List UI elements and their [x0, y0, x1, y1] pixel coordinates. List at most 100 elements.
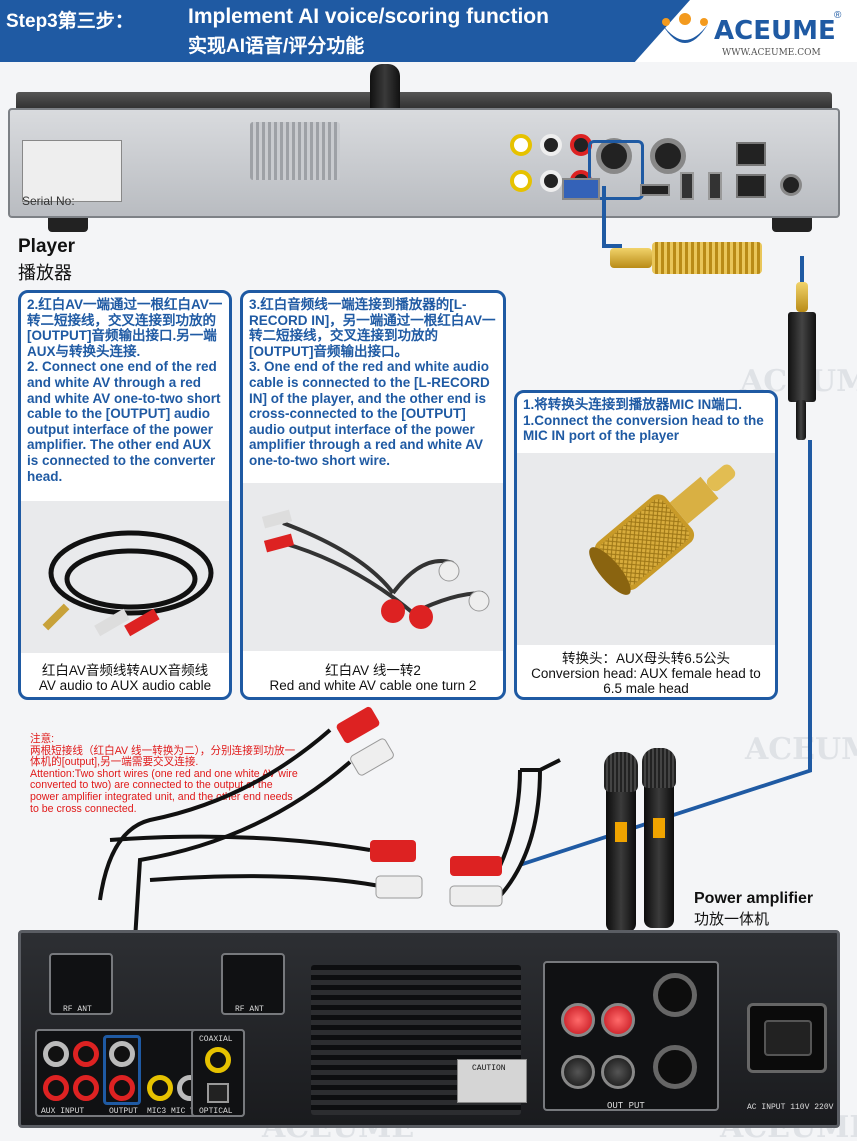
mic3-port	[147, 1075, 173, 1101]
speaker-terminal-red	[601, 1003, 635, 1037]
amplifier-label-english: Power amplifier	[694, 890, 814, 907]
rf-ant-label: RF ANT	[63, 1005, 92, 1014]
usb-port	[708, 172, 722, 200]
output-port	[109, 1041, 135, 1067]
box-1-caption: 转换头：AUX母头转6.5公头 Conversion head: AUX fem…	[517, 651, 775, 696]
title-english: Implement AI voice/scoring function	[188, 5, 549, 28]
ac-input-label: AC INPUT 110V 220V	[747, 1103, 834, 1112]
box-3-caption-chinese: 红白AV 线一转2	[325, 663, 421, 678]
mic-display	[653, 818, 665, 838]
rca-port	[510, 134, 532, 156]
connection-line	[602, 186, 606, 246]
optical-label: OPTICAL	[199, 1107, 233, 1116]
connection-line	[602, 244, 622, 248]
aux-input-label: AUX INPUT	[41, 1107, 85, 1116]
connection-line	[808, 440, 812, 770]
wireless-microphone	[642, 748, 676, 928]
optical-port	[207, 1083, 229, 1103]
speaker-output-panel: OUT PUT	[543, 961, 719, 1111]
mic-grille	[642, 748, 676, 788]
converter-head-image	[589, 464, 736, 595]
plug-body	[652, 242, 762, 274]
mic-grille	[604, 752, 638, 792]
box-3-caption-english: Red and white AV cable one turn 2	[269, 678, 477, 693]
av-splitter-cable-photo	[243, 483, 503, 651]
aux-input-port	[73, 1041, 99, 1067]
player-label-english: Player	[18, 236, 76, 257]
box-1-english: 1.Connect the conversion head to the MIC…	[523, 412, 764, 444]
socket-inner	[764, 1020, 812, 1056]
dc-power-port	[780, 174, 802, 196]
lan-port	[736, 142, 766, 166]
rf-ant-panel: RF ANT	[49, 953, 113, 1015]
speakon-connector	[653, 973, 697, 1017]
player-top-cover	[16, 92, 832, 112]
aux-plug-tip	[796, 282, 808, 312]
header-banner	[0, 0, 690, 62]
box-1-caption-english: Conversion head: AUX female head to 6.5 …	[531, 666, 761, 696]
watermark: ACEUME	[745, 732, 857, 767]
instruction-box-3: 3.红白音频线一端连接到播放器的[L-RECORD IN]，另一端通过一根红白A…	[240, 290, 506, 700]
aux-input-port	[43, 1075, 69, 1101]
box-3-chinese: 3.红白音频线一端连接到播放器的[L-RECORD IN]，另一端通过一根红白A…	[249, 297, 496, 359]
out-put-label: OUT PUT	[607, 1101, 645, 1111]
header: Step3第三步： Implement AI voice/scoring fun…	[0, 0, 857, 62]
step-label: Step3第三步：	[6, 11, 134, 32]
rf-ant-panel: RF ANT	[221, 953, 285, 1015]
aux-plug-body	[788, 312, 816, 402]
box-2-caption-chinese: 红白AV音频线转AUX音频线	[41, 663, 209, 678]
instruction-box-2: 2.红白AV一端通过一根红白AV一转二短接线，交叉连接到功放的[OUTPUT]音…	[18, 290, 232, 700]
coaxial-label: COAXIAL	[199, 1035, 233, 1044]
output-highlight	[103, 1035, 141, 1105]
box-1-chinese: 1.将转换头连接到播放器MIC IN端口.	[523, 397, 743, 412]
vga-port	[562, 178, 600, 200]
wireless-microphone	[604, 752, 638, 932]
player-device: Serial No:	[8, 64, 840, 232]
rca-cables-drawing	[98, 706, 561, 940]
mic-display	[615, 822, 627, 842]
registered-mark: ®	[834, 10, 842, 21]
rca-port	[510, 170, 532, 192]
player-foot	[772, 218, 812, 232]
mic-in-jack-2	[650, 138, 686, 174]
speaker-terminal-black	[601, 1055, 635, 1089]
warning-sticker	[22, 140, 122, 202]
mic-in-highlight	[588, 140, 644, 200]
box-3-text: 3.红白音频线一端连接到播放器的[L-RECORD IN]，另一端通过一根红白A…	[249, 297, 497, 469]
digital-audio-panel: COAXIAL OPTICAL	[191, 1029, 245, 1117]
output-port	[109, 1075, 135, 1101]
logo-text: ACEUME	[714, 16, 836, 46]
logo-url: WWW.ACEUME.COM	[722, 48, 821, 58]
player-vent	[250, 122, 340, 180]
note-english: Attention:Two short wires (one red and o…	[30, 767, 298, 815]
output-label: OUTPUT	[109, 1107, 138, 1116]
rf-ant-label: RF ANT	[235, 1005, 264, 1014]
caution-sticker: CAUTION	[457, 1059, 527, 1103]
rca-port	[540, 134, 562, 156]
hdmi-port	[640, 184, 670, 196]
lan-port	[736, 174, 766, 198]
speaker-terminal-black	[561, 1055, 595, 1089]
box-1-text: 1.将转换头连接到播放器MIC IN端口. 1.Connect the conv…	[523, 397, 769, 444]
caution-label: CAUTION	[472, 1064, 506, 1073]
adapter-plug-top	[600, 240, 810, 280]
box-3-caption: 红白AV 线一转2 Red and white AV cable one tur…	[243, 663, 503, 693]
usb-port	[680, 172, 694, 200]
ac-power-socket	[747, 1003, 827, 1073]
instruction-box-1: 1.将转换头连接到播放器MIC IN端口. 1.Connect the conv…	[514, 390, 778, 700]
coaxial-port	[205, 1047, 231, 1073]
title-chinese: 实现AI语音/评分功能	[188, 36, 365, 57]
plug-tip	[610, 248, 652, 268]
av-aux-cable-image	[42, 530, 214, 637]
box-2-english: 2. Connect one end of the red and white …	[27, 359, 221, 484]
power-amplifier: RF ANT RF ANT AUX INPUT OUTPUT MIC3 MIC …	[18, 930, 840, 1128]
serial-label: Serial No:	[22, 194, 75, 208]
note-chinese: 注意: 两根短接线（红白AV 线一转换为二），分别连接到功放一体机的[outpu…	[30, 733, 296, 769]
player-label-chinese: 播放器	[18, 263, 72, 283]
aux-input-port	[73, 1075, 99, 1101]
attention-note: 注意: 两根短接线（红白AV 线一转换为二），分别连接到功放一体机的[outpu…	[30, 733, 300, 815]
box-2-caption: 红白AV音频线转AUX音频线 AV audio to AUX audio cab…	[21, 663, 229, 693]
box-2-chinese: 2.红白AV一端通过一根红白AV一转二短接线，交叉连接到功放的[OUTPUT]音…	[27, 297, 223, 359]
aux-cable	[796, 400, 806, 440]
mic-vol-label: MIC3 MIC VOL	[147, 1107, 205, 1116]
